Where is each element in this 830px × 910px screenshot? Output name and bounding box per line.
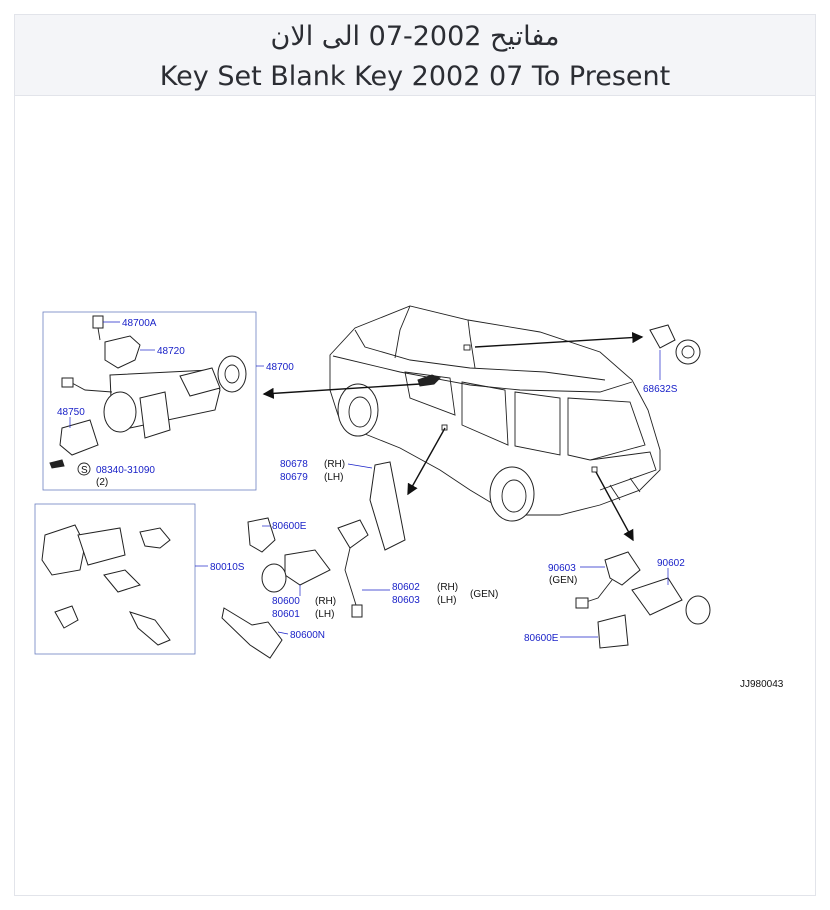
- label-08340-31090: 08340-31090: [96, 465, 155, 476]
- label-80600E-door: 80600E: [272, 521, 307, 532]
- label-48700A: 48700A: [122, 318, 157, 329]
- label-48720: 48720: [157, 346, 185, 357]
- label-80600N: 80600N: [290, 630, 325, 641]
- title-english: Key Set Blank Key 2002 07 To Present: [159, 61, 671, 92]
- ignition-assembly-group: [42, 311, 264, 491]
- side-80603: (LH): [437, 595, 456, 606]
- vehicle-illustration: [329, 305, 661, 522]
- page-frame: [14, 14, 816, 896]
- gen-note-door: (GEN): [470, 589, 498, 600]
- page-header: مفاتيح 2002-07 الى الان Key Set Blank Ke…: [15, 15, 815, 96]
- diagram-ref-code: JJ980043: [740, 679, 784, 690]
- gen-note-tailgate: (GEN): [549, 575, 577, 586]
- side-80600: (RH): [315, 596, 336, 607]
- tailgate-lock-group: [560, 551, 711, 649]
- qty-08340: (2): [96, 477, 108, 488]
- label-80678: 80678: [280, 459, 308, 470]
- key-set-group: [34, 503, 208, 655]
- side-80678: (RH): [324, 459, 345, 470]
- side-80601: (LH): [315, 609, 334, 620]
- ignition-box: [42, 311, 257, 491]
- arrow-door: [407, 427, 446, 496]
- label-80679: 80679: [280, 472, 308, 483]
- title-arabic: مفاتيح 2002-07 الى الان: [270, 21, 560, 52]
- hatch-lock-group: [649, 324, 701, 380]
- arrow-rear-hatch: [474, 331, 644, 348]
- label-80600: 80600: [272, 596, 300, 607]
- side-80679: (LH): [324, 472, 343, 483]
- door-lock-group: [221, 461, 406, 659]
- label-48750: 48750: [57, 407, 85, 418]
- key-set-box: [34, 503, 196, 655]
- label-80603: 80603: [392, 595, 420, 606]
- arrow-tailgate: [595, 471, 634, 542]
- label-80600E-tailgate: 80600E: [524, 633, 559, 644]
- arrow-ignition: [262, 383, 421, 399]
- label-80602: 80602: [392, 582, 420, 593]
- s-symbol: S: [81, 465, 88, 476]
- label-90603: 90603: [548, 563, 576, 574]
- label-90602: 90602: [657, 558, 685, 569]
- label-68632S: 68632S: [643, 384, 678, 395]
- label-48700: 48700: [266, 362, 294, 373]
- label-80601: 80601: [272, 609, 300, 620]
- side-80602: (RH): [437, 582, 458, 593]
- label-80010S: 80010S: [210, 562, 245, 573]
